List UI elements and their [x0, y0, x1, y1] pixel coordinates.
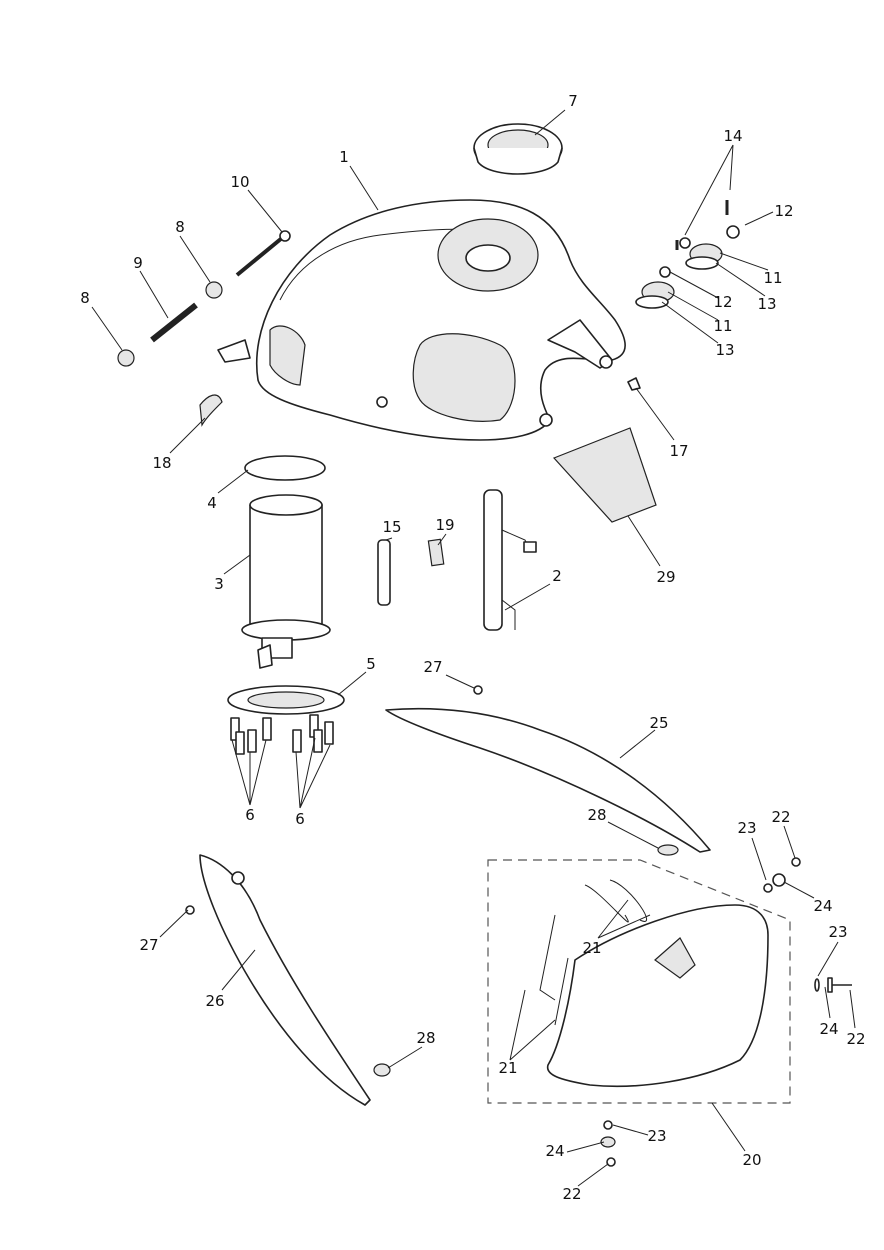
mount-parts-right[interactable]	[627, 200, 740, 391]
callout-5: 5	[366, 655, 376, 673]
callout-3: 3	[214, 575, 224, 593]
callout-21: 21	[582, 939, 601, 957]
callout-17: 17	[669, 442, 688, 460]
callout-27: 27	[139, 936, 158, 954]
callout-12: 12	[713, 293, 732, 311]
callout-23: 23	[737, 819, 756, 837]
tank-cover[interactable]	[546, 904, 769, 1088]
callout-12: 12	[774, 202, 793, 220]
callout-7: 7	[568, 92, 578, 110]
callout-23: 23	[647, 1127, 666, 1145]
part-19[interactable]	[427, 538, 445, 567]
callout-28: 28	[416, 1029, 435, 1047]
callout-24: 24	[813, 897, 832, 915]
callout-22: 22	[771, 808, 790, 826]
callout-11: 11	[763, 269, 782, 287]
small-parts-left[interactable]	[117, 230, 291, 367]
callout-2: 2	[552, 567, 562, 585]
callout-24: 24	[819, 1020, 838, 1038]
callout-labels: 1 7 14 12 11 13 12 11 13 10 8 9 8 17 18 …	[80, 92, 865, 1203]
callout-25: 25	[649, 714, 668, 732]
pad-29[interactable]	[552, 427, 657, 523]
o-ring[interactable]	[244, 455, 326, 481]
callout-8: 8	[175, 218, 185, 236]
pump-ring-bolts[interactable]	[227, 685, 345, 755]
callout-6: 6	[295, 810, 305, 828]
side-panel-25[interactable]	[385, 707, 711, 853]
callout-1: 1	[339, 148, 349, 166]
clip-18[interactable]	[199, 394, 223, 427]
callout-20: 20	[742, 1151, 761, 1169]
callout-13: 13	[757, 295, 776, 313]
hardware-22-23-24[interactable]	[600, 857, 852, 1167]
callout-22: 22	[846, 1030, 865, 1048]
callout-8: 8	[80, 289, 90, 307]
sleeve-15[interactable]	[377, 539, 391, 606]
callout-15: 15	[382, 518, 401, 536]
callout-6: 6	[245, 806, 255, 824]
callout-18: 18	[152, 454, 171, 472]
callout-13: 13	[715, 341, 734, 359]
fuel-pump[interactable]	[241, 494, 331, 669]
fuel-tank[interactable]	[217, 199, 626, 441]
callout-10: 10	[230, 173, 249, 191]
callout-11: 11	[713, 317, 732, 335]
callout-26: 26	[205, 992, 224, 1010]
side-panel-26[interactable]	[199, 854, 371, 1106]
callout-14: 14	[723, 127, 742, 145]
callout-27: 27	[423, 658, 442, 676]
callout-29: 29	[656, 568, 675, 586]
leader-lines	[91, 109, 856, 1187]
callout-9: 9	[133, 254, 143, 272]
callout-19: 19	[435, 516, 454, 534]
level-sender[interactable]	[483, 489, 537, 631]
callout-24: 24	[545, 1142, 564, 1160]
callout-23: 23	[828, 923, 847, 941]
callout-22: 22	[562, 1185, 581, 1203]
group-20-box	[487, 859, 791, 1104]
filler-ring[interactable]	[473, 123, 563, 175]
callout-28: 28	[587, 806, 606, 824]
callout-21: 21	[498, 1059, 517, 1077]
callout-4: 4	[207, 494, 217, 512]
